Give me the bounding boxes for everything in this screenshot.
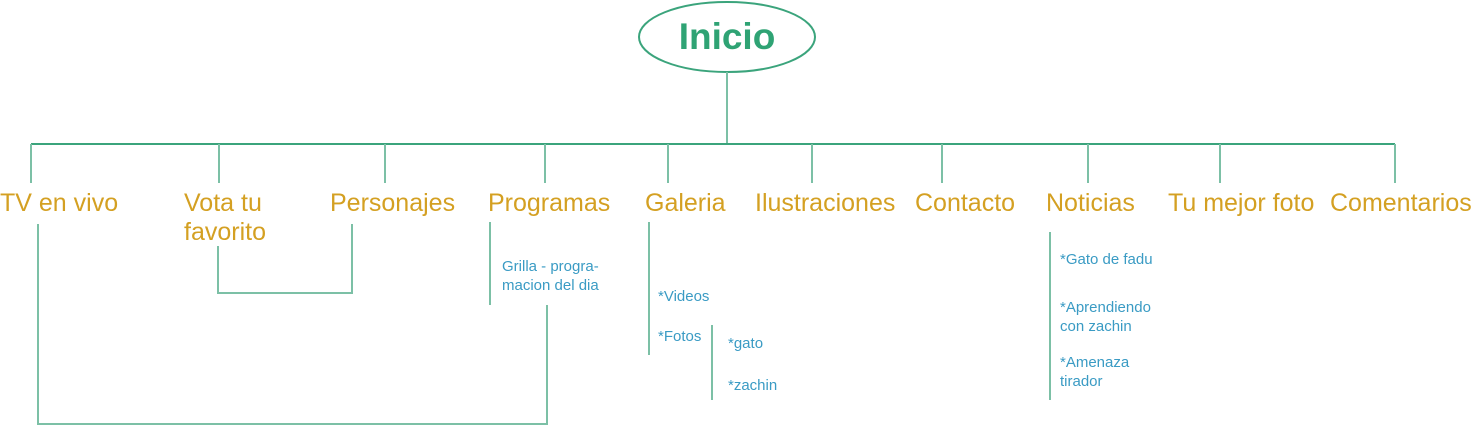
node-label-comentarios[interactable]: Comentarios xyxy=(1330,189,1472,217)
sub-label-grilla-line2[interactable]: macion del dia xyxy=(502,277,599,294)
sub-label-amenaza-line1[interactable]: *Amenaza xyxy=(1060,354,1130,371)
node-label-programas[interactable]: Programas xyxy=(488,189,610,217)
sub-label-fotos[interactable]: *Fotos xyxy=(658,328,701,345)
node-label-tu-mejor-foto[interactable]: Tu mejor foto xyxy=(1168,189,1314,217)
node-label-ilustraciones[interactable]: Ilustraciones xyxy=(755,189,895,217)
node-label-vota-tu-favorito-line2[interactable]: favorito xyxy=(184,218,266,246)
u-connector-tv-programas xyxy=(37,224,548,425)
node-label-personajes[interactable]: Personajes xyxy=(330,189,455,217)
sub-label-aprendiendo-line1[interactable]: *Aprendiendo xyxy=(1060,299,1151,316)
sub-label-aprendiendo-line2[interactable]: con zachin xyxy=(1060,318,1132,335)
u-connector-vota-personajes xyxy=(217,224,353,294)
node-label-noticias[interactable]: Noticias xyxy=(1046,189,1135,217)
node-label-contacto[interactable]: Contacto xyxy=(915,189,1015,217)
sub-label-zachin[interactable]: *zachin xyxy=(728,377,777,394)
sub-label-videos[interactable]: *Videos xyxy=(658,288,709,305)
node-label-galeria[interactable]: Galeria xyxy=(645,189,726,217)
root-node[interactable]: Inicio xyxy=(638,1,816,73)
node-label-vota-tu-favorito-line1[interactable]: Vota tu xyxy=(184,189,262,217)
sub-label-gato-de-fadu[interactable]: *Gato de fadu xyxy=(1060,251,1153,268)
sub-label-grilla-line1[interactable]: Grilla - progra- xyxy=(502,258,599,275)
root-label: Inicio xyxy=(679,16,776,57)
sub-label-amenaza-line2[interactable]: tirador xyxy=(1060,373,1103,390)
sub-label-gato[interactable]: *gato xyxy=(728,335,763,352)
node-label-tv-en-vivo[interactable]: TV en vivo xyxy=(0,189,118,217)
